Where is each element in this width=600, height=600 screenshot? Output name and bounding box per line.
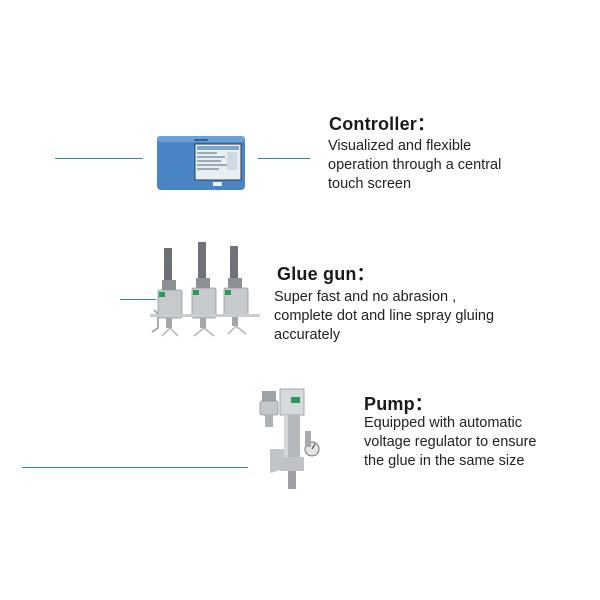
description-line: Equipped with automatic: [364, 415, 522, 431]
section-description-controller: Visualized and flexible operation throug…: [328, 137, 501, 194]
connector-line-right-controller: [258, 158, 310, 159]
description-line: voltage regulator to ensure: [364, 434, 537, 450]
description-line: touch screen: [328, 176, 412, 192]
description-line: Visualized and flexible: [328, 138, 472, 154]
description-line: Super fast and no abrasion ,: [274, 289, 457, 305]
section-title-pump: Pump：: [364, 394, 434, 414]
section-description-glue-gun: Super fast and no abrasion , complete do…: [274, 288, 494, 345]
controller-device-icon: [157, 136, 245, 190]
connector-line-pump: [22, 467, 248, 468]
description-line: complete dot and line spray gluing: [274, 308, 495, 324]
pump-icon: [259, 388, 320, 489]
connector-line-glue-gun: [120, 299, 156, 300]
connector-line-left-controller: [55, 158, 143, 159]
description-line: the glue in the same size: [364, 453, 525, 469]
glue-gun-icon: [150, 242, 260, 337]
section-title-glue-gun: Glue gun：: [277, 264, 375, 284]
description-line: operation through a central: [328, 157, 502, 173]
description-line: accurately: [274, 327, 341, 343]
section-title-controller: Controller：: [329, 114, 436, 134]
section-description-pump: Equipped with automatic voltage regulato…: [364, 414, 537, 471]
